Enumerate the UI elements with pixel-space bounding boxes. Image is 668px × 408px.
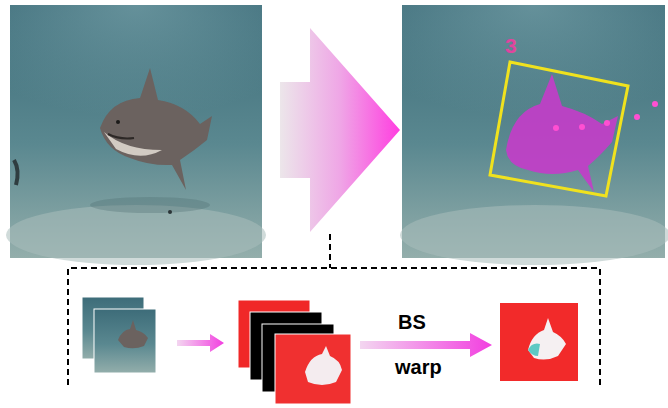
art-path — [104, 132, 162, 156]
bounding-box — [490, 62, 628, 196]
art-circle — [652, 101, 658, 107]
art-path — [14, 160, 18, 185]
art-rect — [275, 334, 351, 404]
art-rect — [500, 303, 578, 381]
art-rect — [94, 309, 156, 373]
input-frames — [82, 297, 156, 373]
output-photo — [400, 5, 668, 265]
arrow-label: BS — [398, 311, 426, 333]
art-ellipse — [400, 205, 668, 265]
art-circle — [579, 124, 585, 130]
big-arrow — [280, 28, 400, 232]
art-ellipse — [90, 197, 210, 213]
art-path — [100, 68, 212, 190]
flow-stack — [238, 300, 351, 404]
art-circle — [168, 210, 172, 214]
art-path — [528, 318, 566, 360]
dashed-link — [329, 234, 331, 268]
art-circle — [634, 114, 640, 120]
arrow-label: warp — [395, 356, 442, 378]
art-circle — [553, 125, 559, 131]
art-circle — [116, 120, 120, 124]
shark-mask — [506, 74, 618, 192]
warp-arrow — [360, 333, 492, 357]
step-arrow — [177, 334, 224, 352]
art-circle — [604, 120, 610, 126]
warped-mask — [500, 303, 578, 381]
art-ellipse — [6, 205, 266, 265]
trajectory-dots — [553, 101, 658, 131]
art-path — [118, 320, 148, 348]
art-path — [305, 346, 342, 385]
callout-number: 3 — [505, 34, 517, 57]
input-photo — [6, 5, 266, 265]
art-path — [108, 134, 134, 139]
art-path — [528, 344, 540, 356]
